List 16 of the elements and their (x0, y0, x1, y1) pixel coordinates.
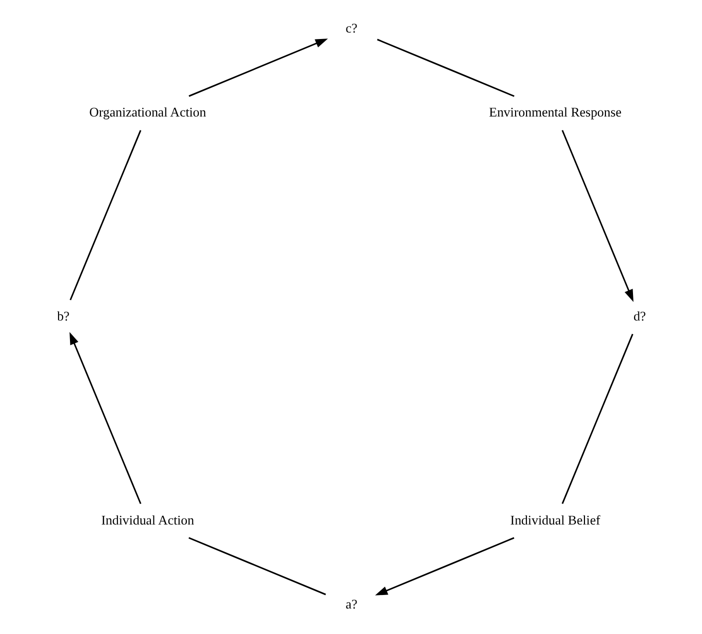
node-text: c? (345, 20, 357, 36)
connector (188, 537, 326, 596)
connector (69, 130, 141, 300)
node-text: Individual Action (100, 512, 194, 528)
arrow (188, 38, 328, 97)
arrow (561, 130, 633, 302)
connector (561, 334, 633, 504)
connector (376, 38, 514, 97)
node-text: Organizational Action (88, 104, 206, 120)
node-text: b? (56, 308, 70, 324)
node-text: Environmental Response (488, 104, 622, 120)
node-text: d? (632, 308, 646, 324)
arrow (374, 537, 514, 596)
node-text: a? (345, 596, 357, 612)
node-text: Individual Belief (510, 512, 600, 528)
arrow (69, 332, 141, 504)
